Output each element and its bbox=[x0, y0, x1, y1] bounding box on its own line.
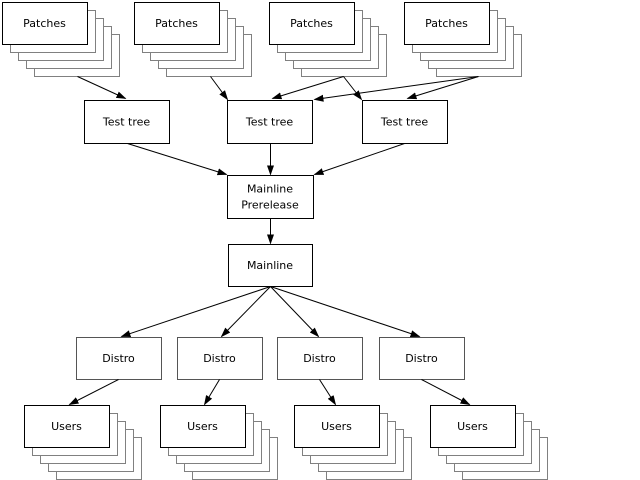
node-patches-3: Patches bbox=[269, 2, 387, 77]
node-rect bbox=[2, 2, 88, 45]
node-label: Distro bbox=[102, 352, 135, 365]
node-users-1: Users bbox=[24, 405, 142, 480]
node-rect bbox=[228, 244, 313, 287]
node-rect bbox=[160, 405, 246, 448]
node-users-2: Users bbox=[160, 405, 278, 480]
node-label: Test tree bbox=[380, 116, 429, 129]
node-rect bbox=[379, 337, 465, 380]
node-patches-1: Patches bbox=[2, 2, 120, 77]
node-rect bbox=[430, 405, 516, 448]
edge-distro-1-to-users-1 bbox=[68, 379, 119, 405]
node-patches-4: Patches bbox=[404, 2, 522, 77]
node-label: Distro bbox=[203, 352, 236, 365]
node-label: Users bbox=[321, 420, 352, 433]
node-distro-3: Distro bbox=[277, 337, 363, 380]
edge-mainline-to-distro-3 bbox=[270, 286, 320, 338]
node-label: Distro bbox=[303, 352, 336, 365]
node-label: Users bbox=[51, 420, 82, 433]
edge-distro-2-to-users-2 bbox=[203, 379, 220, 406]
node-label: Patches bbox=[23, 17, 66, 30]
edge-patches-3-to-test-tree-2 bbox=[271, 76, 344, 100]
node-patches-2: Patches bbox=[134, 2, 252, 77]
node-users-3: Users bbox=[294, 405, 412, 480]
node-rect bbox=[277, 337, 363, 380]
node-label: Patches bbox=[290, 17, 333, 30]
edge-mainline-to-distro-4 bbox=[270, 286, 421, 337]
node-label: Test tree bbox=[245, 116, 294, 129]
node-test-tree-2: Test tree bbox=[227, 100, 313, 144]
node-label: Test tree bbox=[102, 116, 151, 129]
node-mainline: Mainline bbox=[228, 244, 313, 287]
node-rect bbox=[294, 405, 380, 448]
node-test-tree-3: Test tree bbox=[362, 100, 448, 144]
edge-distro-3-to-users-3 bbox=[319, 379, 337, 406]
node-rect bbox=[404, 2, 490, 45]
node-label: Users bbox=[187, 420, 218, 433]
node-label: Mainline bbox=[247, 259, 293, 272]
edge-patches-4-to-test-tree-3 bbox=[406, 76, 479, 100]
node-distro-4: Distro bbox=[379, 337, 465, 380]
node-rect bbox=[84, 100, 170, 144]
edge-patches-2-to-test-tree-2 bbox=[210, 76, 229, 101]
node-rect bbox=[269, 2, 355, 45]
node-label: Users bbox=[457, 420, 488, 433]
edge-mainline-to-distro-1 bbox=[120, 286, 271, 337]
edge-patches-1-to-test-tree-1 bbox=[77, 76, 127, 99]
edge-test-tree-1-to-mainline-prerelease bbox=[127, 143, 228, 176]
edge-mainline-to-distro-2 bbox=[220, 286, 271, 338]
node-rect bbox=[227, 100, 313, 144]
node-rect bbox=[177, 337, 263, 380]
node-rect bbox=[362, 100, 448, 144]
node-rect bbox=[134, 2, 220, 45]
edge-distro-4-to-users-4 bbox=[421, 379, 471, 405]
node-users-4: Users bbox=[430, 405, 548, 480]
node-rect bbox=[24, 405, 110, 448]
edge-patches-3-to-test-tree-3 bbox=[343, 76, 363, 101]
node-distro-2: Distro bbox=[177, 337, 263, 380]
node-distro-1: Distro bbox=[76, 337, 162, 380]
node-rect bbox=[227, 175, 314, 219]
edge-patches-4-to-test-tree-2 bbox=[313, 76, 479, 102]
node-label: Prerelease bbox=[241, 199, 299, 212]
node-label: Distro bbox=[405, 352, 438, 365]
node-rect bbox=[76, 337, 162, 380]
edge-test-tree-3-to-mainline-prerelease bbox=[313, 143, 405, 175]
node-label: Mainline bbox=[247, 183, 293, 196]
node-label: Patches bbox=[425, 17, 468, 30]
node-test-tree-1: Test tree bbox=[84, 100, 170, 144]
node-label: Patches bbox=[155, 17, 198, 30]
